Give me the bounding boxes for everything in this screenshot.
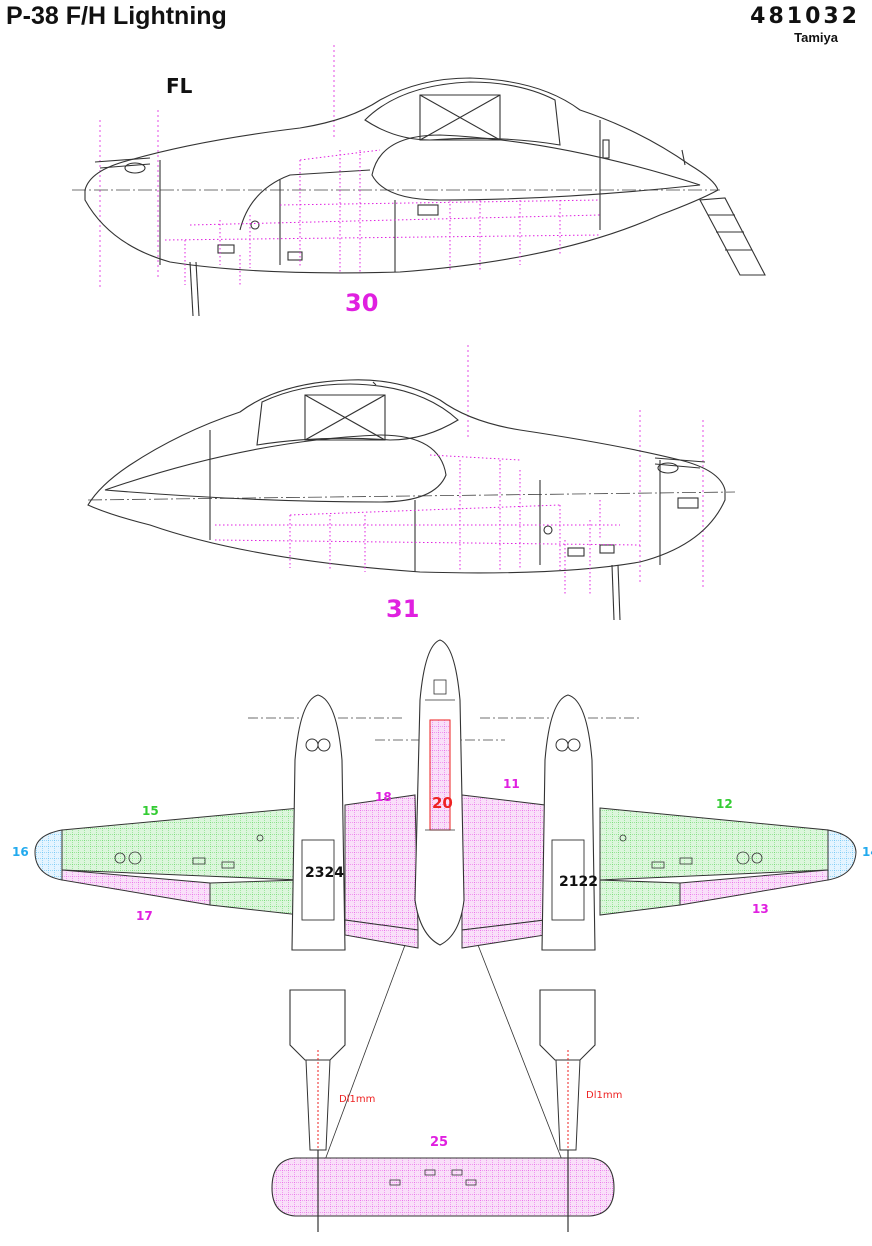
left-wing-flap [209,879,301,916]
label-2122: 2122 [559,874,598,890]
nose-panel [429,719,451,831]
part-number-31: 31 [386,595,419,623]
right-engine-nacelle [541,694,596,951]
label-20: 20 [432,794,453,812]
left-boom [305,1059,331,1151]
label-boom-right: Dl1mm [586,1090,622,1101]
center-section-right [461,794,546,931]
label-11: 11 [503,777,520,791]
tail-stabilizer [271,1157,615,1217]
right-boom [555,1059,581,1151]
left-engine-nacelle [291,694,346,951]
label-boom-left: Dl1mm [339,1094,375,1105]
center-section-left [344,794,419,931]
brand-label: Tamiya [794,30,838,45]
kit-code: 481032 [750,4,860,29]
page-title: P-38 F/H Lightning [6,2,227,30]
label-14: 14 [862,845,872,859]
left-wing-tip [34,829,63,881]
label-15: 15 [142,804,159,818]
label-12: 12 [716,797,733,811]
label-18: 18 [375,790,392,804]
side-view-right [87,345,736,621]
label-13: 13 [752,902,769,916]
left-radiator [289,989,346,1061]
right-wing-flap [599,879,681,916]
label-25: 25 [430,1135,448,1150]
part-number-30: 30 [345,289,378,317]
label-2324: 2324 [305,865,344,881]
label-17: 17 [136,909,153,923]
side-view-left [72,45,766,317]
label-16: 16 [12,845,29,859]
right-wing-tip [827,829,857,881]
view-label-fl: FL [166,74,193,98]
plan-view [34,639,857,1232]
right-wing-top [599,807,829,881]
right-radiator [539,989,596,1061]
left-wing-top [61,807,301,881]
